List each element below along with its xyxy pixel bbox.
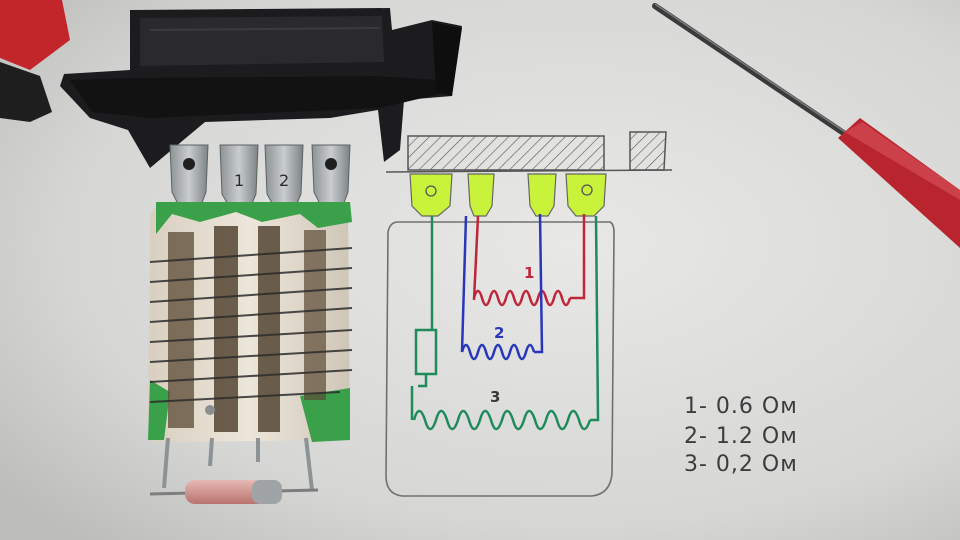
legend-item-2: 2- 1.2 Ом [684,424,798,449]
legend-item-1: 1- 0.6 Ом [684,394,798,419]
red-object [0,0,70,122]
pin-label-1: 1 [234,171,244,190]
connector-pins [169,144,351,209]
pin-label-2: 2 [279,171,289,190]
legend-item-3: 3- 0,2 Ом [684,452,798,477]
screwdriver [652,3,960,248]
bottom-leads [162,437,314,491]
resistor-label-2: 2 [494,324,504,342]
schematic-drawing [385,131,673,497]
resistor-label-1: 1 [524,264,534,282]
connector-housing [60,8,462,168]
resistor-block [148,202,353,442]
resistor-label-3: 3 [490,388,500,406]
thermal-fuse [149,480,319,504]
